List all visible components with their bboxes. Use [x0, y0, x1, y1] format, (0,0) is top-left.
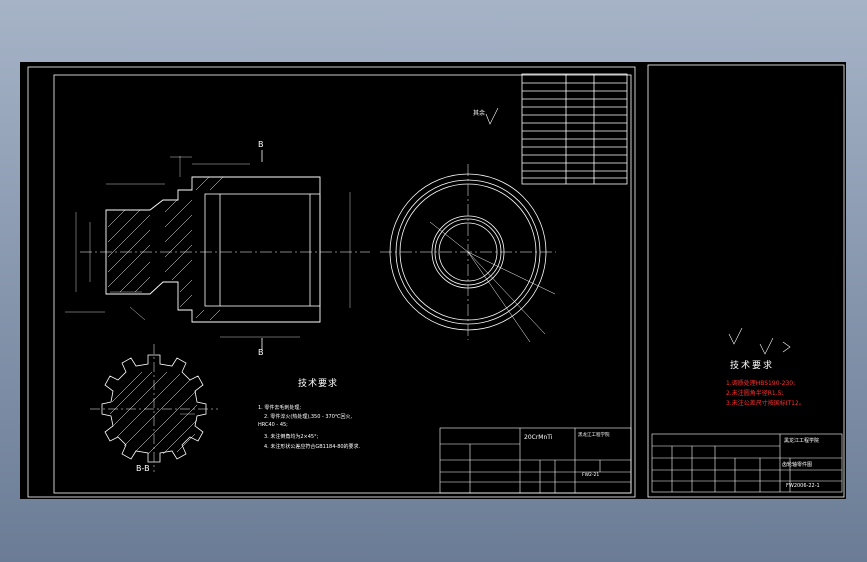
right-drawing-number: FW2006-22-1: [786, 483, 820, 489]
cad-drawing-canvas[interactable]: [20, 62, 846, 499]
tech-requirement-line: 2. 零件淬火(热处理),350 - 370℃回火,: [264, 414, 353, 420]
tech-requirements-title: 技术要求: [298, 379, 339, 389]
main-drawing-number: FW2-21: [582, 473, 600, 478]
main-title-block: [439, 427, 632, 494]
tech-requirement-line: 3. 未注倒角均为2×45°;: [264, 434, 319, 440]
tech-requirement-line: 4. 未注形状公差应符合GB1184-80的要求.: [264, 444, 361, 450]
right-sheet-frame: [647, 64, 845, 498]
material-label: 20CrMnTi: [524, 434, 553, 441]
roughness-symbols: [485, 107, 791, 355]
side-view: [380, 164, 556, 343]
sheet-outer-frame: [27, 66, 636, 498]
section-label: B-B: [136, 464, 150, 473]
sheet-inner-frame: [53, 74, 632, 494]
right-title-block: [651, 433, 843, 493]
tech-requirement-line: HRC40 - 45;: [258, 422, 288, 428]
tech-requirement-line: 1. 零件去毛刺处理;: [258, 405, 302, 411]
section-bb-view: [90, 344, 218, 472]
right-school-name: 黑龙江工程学院: [784, 438, 820, 444]
section-mark-bottom: B: [258, 348, 264, 357]
front-view: [65, 150, 370, 350]
right-requirement-line: 1.调质处理HBS190-230;: [726, 380, 796, 387]
right-requirement-line: 2.未注圆角半径R1.5;: [726, 390, 784, 397]
right-tech-requirements-title: 技术要求: [730, 361, 775, 371]
right-requirement-line: 3.未注公差尺寸按国标IT12。: [726, 400, 805, 407]
right-part-name: 齿轮轴零件图: [782, 462, 813, 468]
shaft-body: [105, 176, 321, 323]
section-mark-top: B: [258, 140, 264, 149]
main-school-name: 黑龙江工程学院: [578, 433, 610, 438]
parameter-table: [521, 73, 628, 185]
surface-finish-note: 其余: [473, 110, 486, 117]
cad-viewport[interactable]: B B B-B 其余 技术要求 1. 零件去毛刺处理; 2. 零件淬火(热处理)…: [20, 62, 846, 499]
